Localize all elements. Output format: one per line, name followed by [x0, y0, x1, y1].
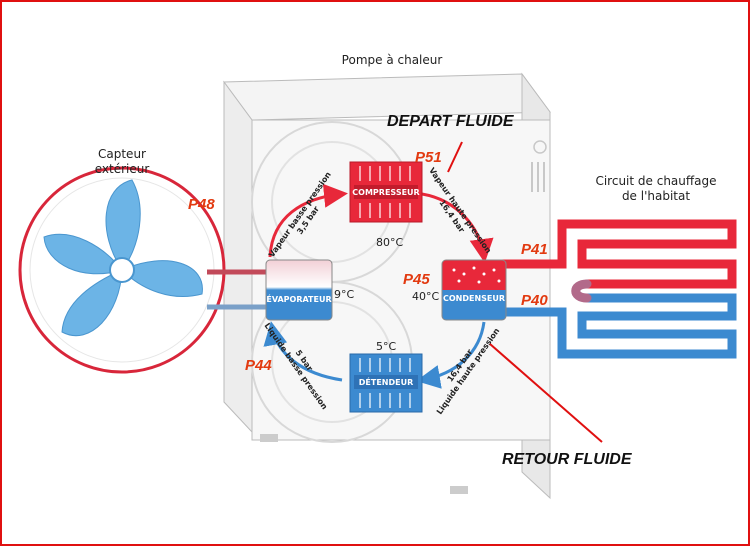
fan-pipes [207, 269, 270, 310]
point-p44: P44 [245, 357, 272, 374]
point-p40: P40 [521, 292, 548, 309]
point-p48: P48 [188, 196, 215, 213]
retour-fluide-label: RETOUR FLUIDE [502, 451, 633, 468]
outdoor-label-line2: extérieur [95, 162, 150, 176]
point-p45: P45 [403, 271, 430, 288]
evaporator-label: ÉVAPORATEUR [266, 293, 331, 304]
condenser-temperature: 40°C [412, 290, 439, 303]
compressor: COMPRESSEUR [349, 161, 423, 223]
outdoor-fan [18, 166, 226, 374]
compressor-temperature: 80°C [376, 236, 403, 249]
point-p41: P41 [521, 241, 548, 258]
page-title: Pompe à chaleur [342, 53, 443, 67]
condenser: CONDENSEUR [441, 259, 507, 321]
heating-label-line2: de l'habitat [622, 189, 690, 203]
heating-circuit [497, 219, 737, 359]
retour-fluide-pointer [489, 343, 603, 443]
evaporator-temperature: 9°C [334, 288, 354, 301]
expander: DÉTENDEUR [349, 353, 423, 413]
expander-label: DÉTENDEUR [359, 376, 413, 387]
condenser-label: CONDENSEUR [443, 294, 505, 303]
depart-fluide-label: DEPART FLUIDE [387, 113, 515, 130]
depart-fluide-pointer [447, 141, 463, 173]
outdoor-label-line1: Capteur [98, 147, 146, 161]
heating-label-line1: Circuit de chauffage [595, 174, 716, 188]
expander-temperature: 5°C [376, 340, 396, 353]
refrigerant-loop [263, 183, 494, 389]
point-p51: P51 [415, 149, 442, 166]
evaporator: ÉVAPORATEUR [265, 259, 333, 321]
compressor-label: COMPRESSEUR [352, 188, 419, 197]
